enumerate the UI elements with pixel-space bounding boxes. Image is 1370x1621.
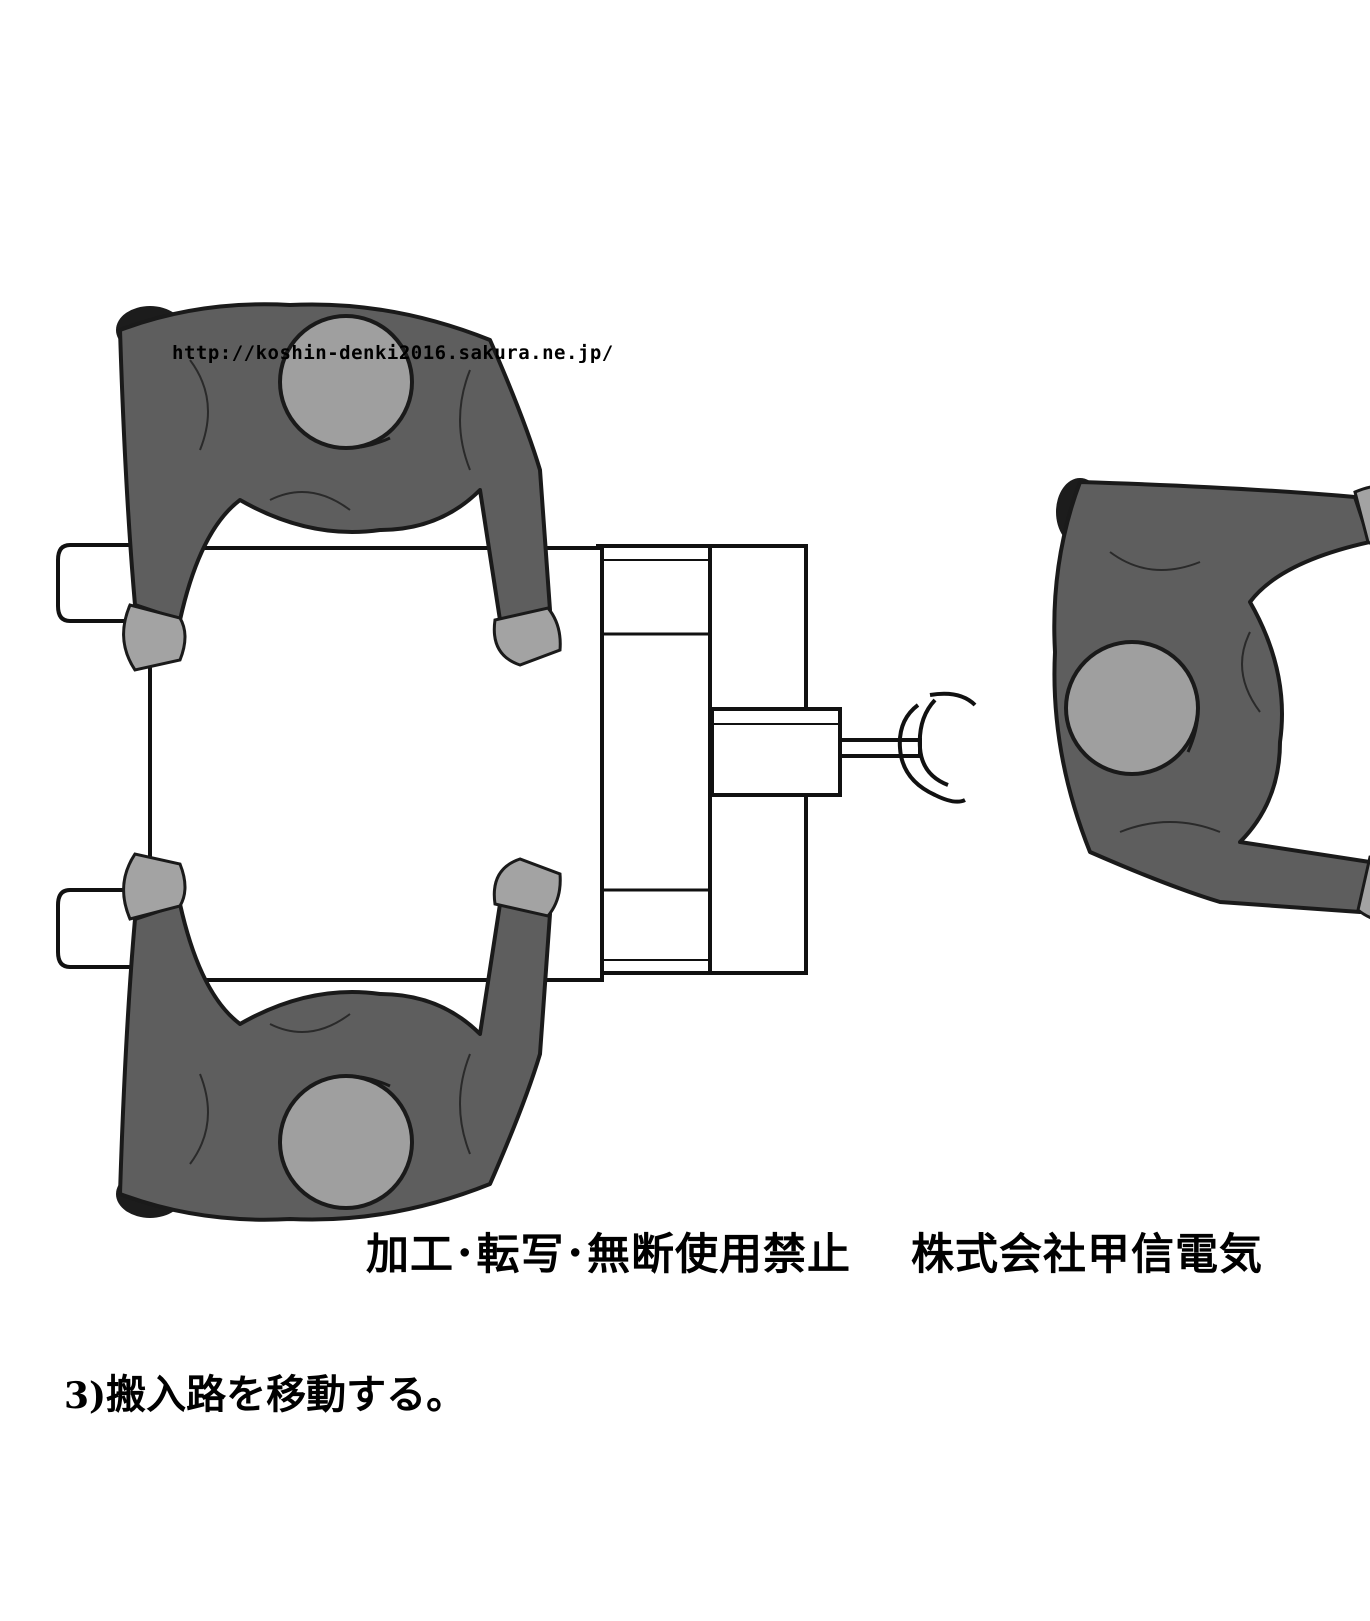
worker-top-view-icon (1052, 476, 1370, 925)
step-number: 3) (64, 1375, 107, 1417)
copyright-notice: 加工･転写･無断使用禁止 株式会社甲信電気 (366, 1230, 1263, 1280)
step-text: 搬入路を移動する。 (106, 1371, 467, 1418)
handle-icon (838, 691, 977, 804)
pallet-fork-top (56, 543, 150, 623)
url-watermark: http://koshin-denki2016.sakura.ne.jp/ (172, 342, 614, 364)
pallet-truck-icon (596, 544, 842, 975)
step-caption: 3)搬入路を移動する。 (64, 1362, 466, 1420)
